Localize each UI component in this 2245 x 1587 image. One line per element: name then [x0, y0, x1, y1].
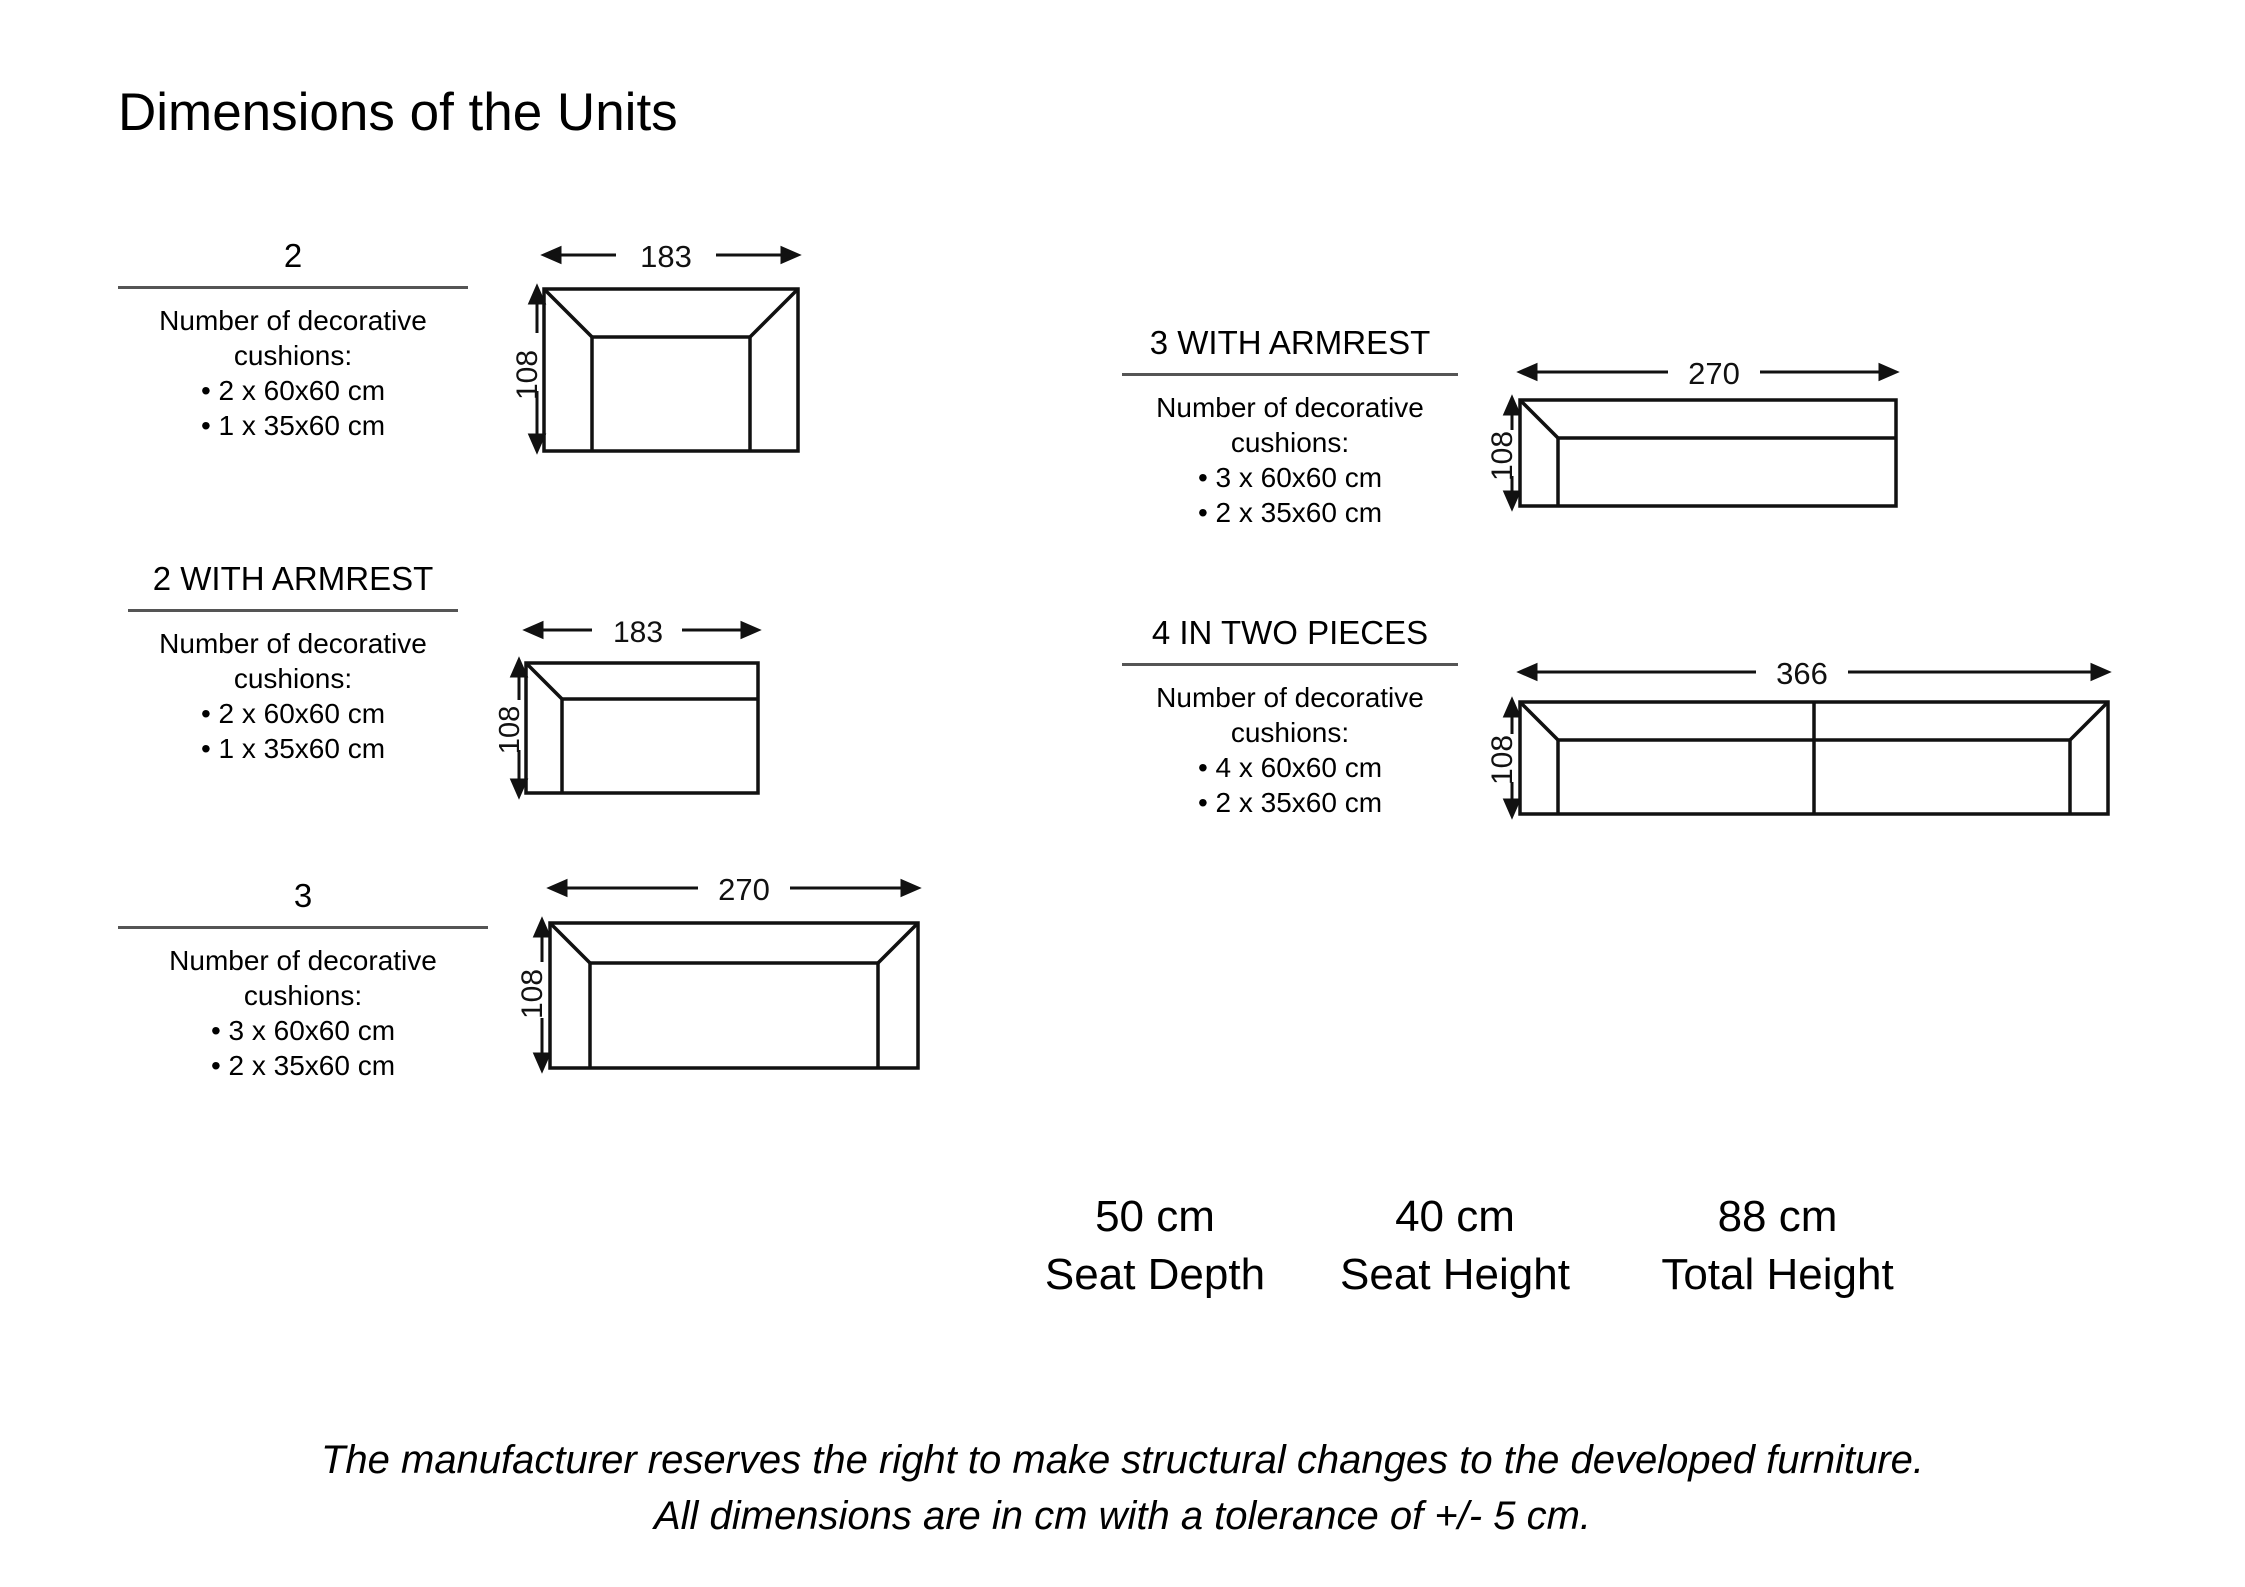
summary-cell-total-height: 88 cm Total Height — [1605, 1188, 1950, 1304]
height-label: 108 — [511, 350, 544, 400]
footer-line-1: The manufacturer reserves the right to m… — [320, 1438, 1925, 1482]
width-dimension — [1516, 662, 2112, 682]
cushion-heading-line1: Number of decorative — [169, 945, 437, 976]
sofa-outline — [524, 661, 760, 795]
height-dimension — [532, 916, 552, 1074]
cushion-heading-line1: Number of decorative — [1156, 682, 1424, 713]
summary-value: 40 cm — [1395, 1192, 1515, 1241]
height-dimension — [527, 283, 547, 455]
cushion-list-item: • 2 x 35x60 cm — [210, 1050, 396, 1081]
cushion-list-item: • 1 x 35x60 cm — [200, 410, 386, 441]
footer-disclaimer: The manufacturer reserves the right to m… — [0, 1432, 2245, 1544]
summary-label: Total Height — [1661, 1250, 1894, 1299]
unit-info: 2 Number of decorative cushions: • 2 x 6… — [118, 235, 468, 443]
cushion-list-item: • 2 x 60x60 cm — [200, 698, 386, 729]
cushion-list-item: • 2 x 35x60 cm — [1197, 497, 1383, 528]
height-dimension — [509, 656, 529, 800]
width-dimension — [546, 878, 922, 898]
cushion-heading-line2: cushions: — [243, 980, 363, 1011]
height-label: 108 — [1486, 735, 1519, 785]
unit-block-2: 2 Number of decorative cushions: • 2 x 6… — [118, 235, 840, 485]
summary-label: Seat Depth — [1044, 1250, 1266, 1299]
unit-name: 4 IN TWO PIECES — [1151, 614, 1429, 651]
unit-divider — [128, 609, 458, 612]
summary-value: 50 cm — [1095, 1192, 1215, 1241]
sofa-outline — [1518, 700, 2110, 816]
unit-block-2-with-armrest: 2 WITH ARMREST Number of decorative cush… — [118, 558, 804, 818]
unit-block-4-in-two-pieces: 4 IN TWO PIECES Number of decorative cus… — [1120, 612, 2158, 840]
footer-line-2: All dimensions are in cm with a toleranc… — [653, 1494, 1592, 1538]
cushion-heading-line1: Number of decorative — [159, 628, 427, 659]
cushion-list: • 2 x 60x60 cm • 1 x 35x60 cm — [201, 373, 385, 443]
summary-cell-seat-height: 40 cm Seat Height — [1305, 1188, 1605, 1304]
cushion-list-item: • 4 x 60x60 cm — [1197, 752, 1383, 783]
width-label: 183 — [640, 239, 692, 274]
width-dimension — [1516, 362, 1900, 382]
summary-cell-seat-depth: 50 cm Seat Depth — [1005, 1188, 1305, 1304]
unit-drawing-2: 183 108 — [511, 225, 840, 485]
cushion-list-item: • 3 x 60x60 cm — [1197, 462, 1383, 493]
unit-divider — [118, 926, 488, 929]
page-title: Dimensions of the Units — [118, 83, 678, 142]
cushion-heading-line1: Number of decorative — [159, 305, 427, 336]
width-dimension — [522, 620, 762, 640]
cushion-list: • 2 x 60x60 cm • 1 x 35x60 cm — [201, 696, 385, 766]
unit-divider — [1122, 663, 1458, 666]
summary-value: 88 cm — [1717, 1192, 1838, 1241]
unit-info: 3 WITH ARMREST Number of decorative cush… — [1120, 322, 1460, 530]
unit-drawing-3-with-armrest: 270 108 — [1486, 350, 1938, 530]
sofa-outline — [1518, 398, 1898, 508]
unit-drawing-2-with-armrest: 183 108 — [494, 608, 804, 818]
height-label: 108 — [516, 969, 549, 1019]
cushion-heading-line2: cushions: — [1230, 717, 1350, 748]
cushion-list-item: • 3 x 60x60 cm — [210, 1015, 396, 1046]
unit-name: 3 WITH ARMREST — [1149, 324, 1431, 361]
summary-row: 50 cm Seat Depth 40 cm Seat Height 88 cm… — [1005, 1188, 1950, 1304]
summary-label: Seat Height — [1340, 1250, 1570, 1299]
cushion-list: • 3 x 60x60 cm • 2 x 35x60 cm — [211, 1013, 395, 1083]
unit-name: 3 — [293, 877, 313, 914]
width-label: 270 — [718, 872, 770, 907]
cushion-list: • 4 x 60x60 cm • 2 x 35x60 cm — [1198, 750, 1382, 820]
unit-drawing-3: 270 108 — [516, 860, 968, 1100]
unit-info: 2 WITH ARMREST Number of decorative cush… — [118, 558, 468, 766]
height-label: 108 — [494, 706, 526, 754]
cushion-list-item: • 2 x 60x60 cm — [200, 375, 386, 406]
height-dimension — [1502, 696, 1522, 820]
unit-name: 2 — [283, 237, 303, 274]
unit-name: 2 WITH ARMREST — [152, 560, 434, 597]
unit-info: 4 IN TWO PIECES Number of decorative cus… — [1120, 612, 1460, 820]
cushion-heading-line2: cushions: — [1230, 427, 1350, 458]
unit-block-3-with-armrest: 3 WITH ARMREST Number of decorative cush… — [1120, 322, 1938, 530]
cushion-list-item: • 1 x 35x60 cm — [200, 733, 386, 764]
sofa-outline — [542, 287, 800, 453]
cushion-heading-line1: Number of decorative — [1156, 392, 1424, 423]
unit-info: 3 Number of decorative cushions: • 3 x 6… — [118, 875, 488, 1083]
unit-divider — [118, 286, 468, 289]
cushion-heading-line2: cushions: — [233, 340, 353, 371]
width-label: 183 — [613, 616, 663, 649]
sofa-outline — [548, 921, 920, 1070]
unit-divider — [1122, 373, 1458, 376]
unit-drawing-4-in-two-pieces: 366 108 — [1486, 650, 2158, 840]
height-label: 108 — [1486, 431, 1519, 481]
cushion-heading-line2: cushions: — [233, 663, 353, 694]
cushion-list-item: • 2 x 35x60 cm — [1197, 787, 1383, 818]
cushion-list: • 3 x 60x60 cm • 2 x 35x60 cm — [1198, 460, 1382, 530]
unit-block-3: 3 Number of decorative cushions: • 3 x 6… — [118, 872, 968, 1100]
height-dimension — [1502, 394, 1522, 512]
width-dimension — [540, 245, 802, 265]
width-label: 270 — [1688, 356, 1740, 391]
width-label: 366 — [1776, 656, 1828, 691]
